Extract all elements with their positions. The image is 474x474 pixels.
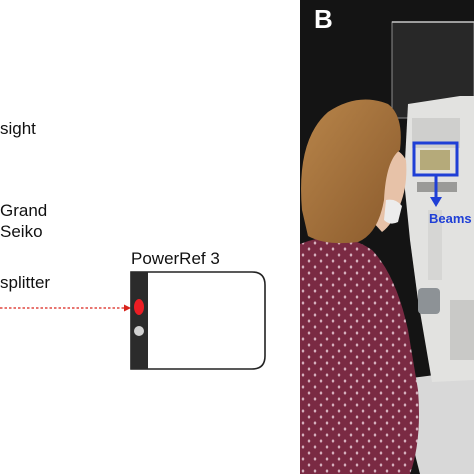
powerref-label: PowerRef 3 (131, 249, 220, 268)
person-face-mask (384, 199, 402, 224)
beamsplitter-label-b: Beams (429, 211, 472, 226)
panel-divider (292, 0, 300, 474)
powerref-laser-led (134, 299, 144, 315)
adjustment-knob (418, 288, 440, 314)
panel-b-letter: B (314, 4, 333, 34)
powerref-front-panel (131, 272, 148, 369)
beamsplitter-glass (420, 150, 450, 170)
panel-b-photo: B Beams (300, 0, 474, 474)
grand-seiko-label-line2: Seiko (0, 222, 43, 241)
sight-label: sight (0, 119, 36, 138)
photo-illustration (300, 0, 474, 474)
person-sweater (300, 237, 419, 474)
schematic-drawing (0, 271, 266, 370)
person-hair (301, 99, 401, 244)
beamsplitter-pointer-arrowhead (430, 197, 442, 207)
grand-seiko-label-line1: Grand (0, 201, 48, 220)
panel-a-schematic: sight Grand Seiko splitter PowerRef 3 (0, 119, 266, 370)
autorefractor-base (450, 300, 474, 360)
autorefractor-column (428, 210, 442, 280)
powerref-lens (134, 326, 144, 336)
beamsplitter-label-a: splitter (0, 273, 51, 292)
powerref-body (130, 271, 266, 370)
laser-beam-arrowhead (124, 304, 131, 312)
